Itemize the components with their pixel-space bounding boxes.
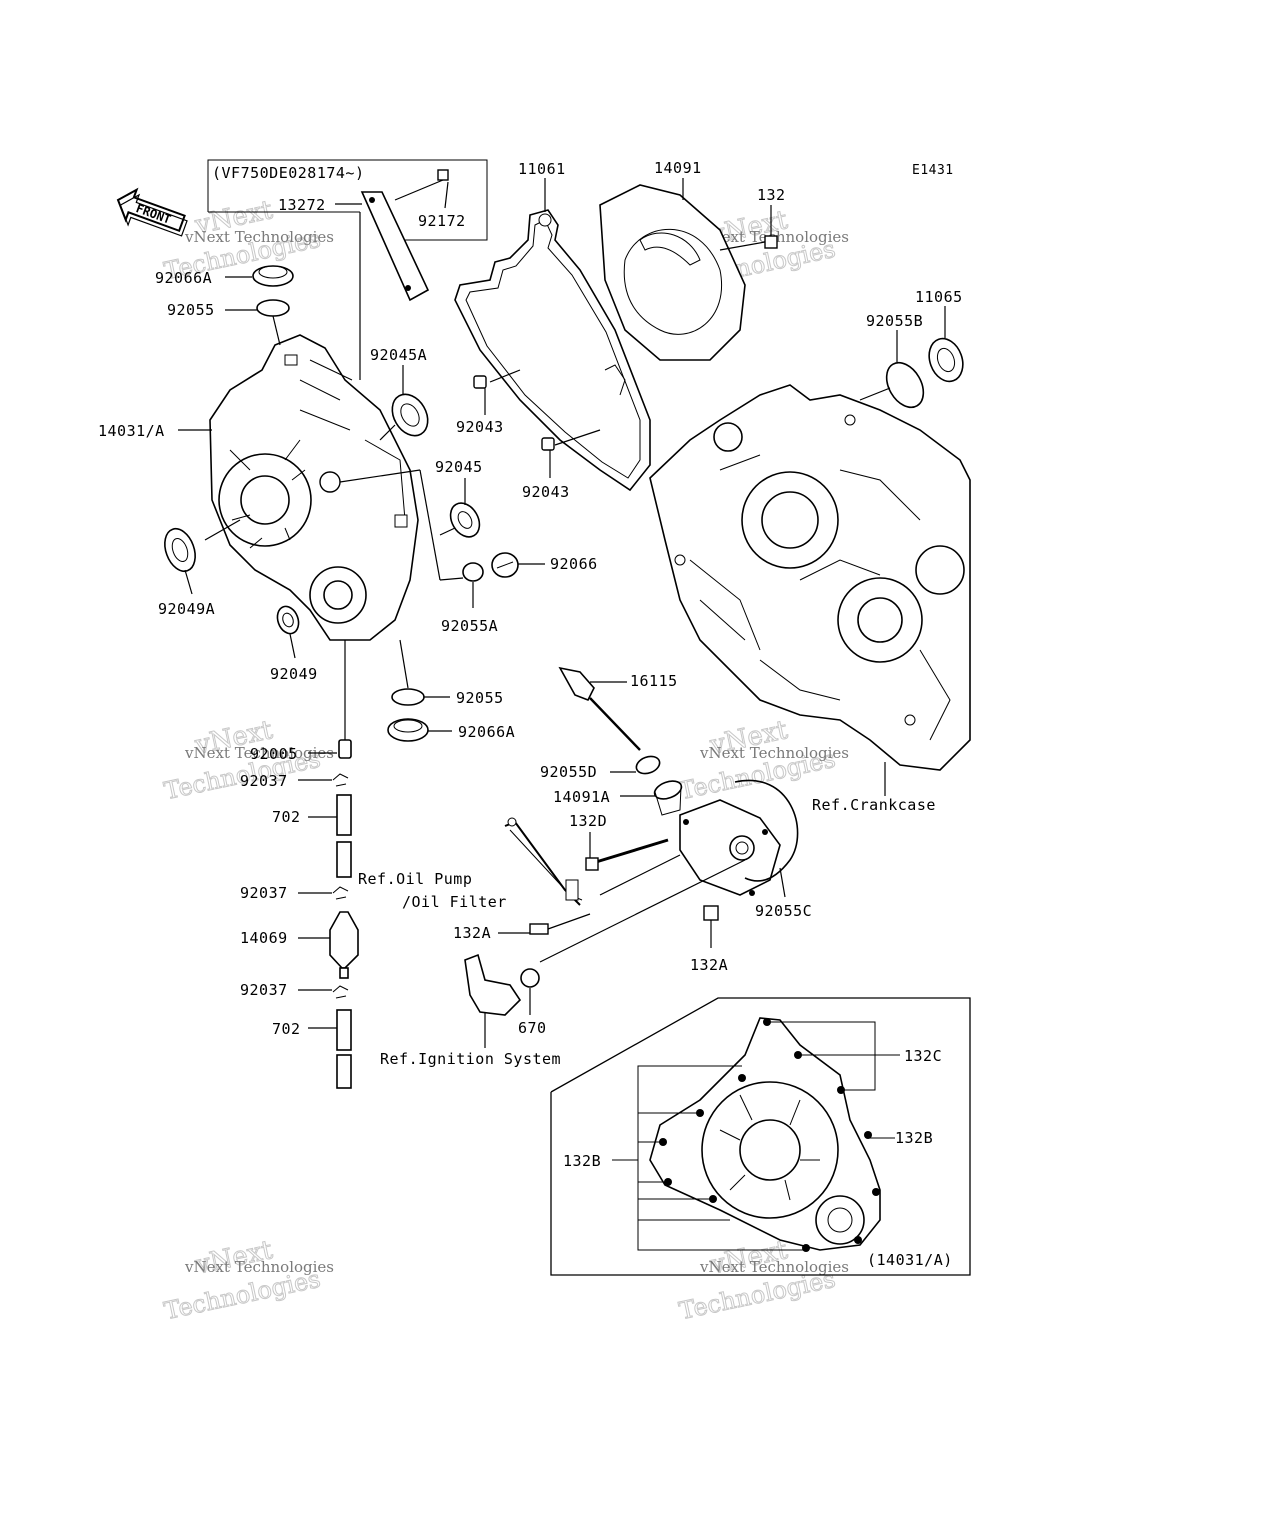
dowel-92043-a [473, 375, 487, 389]
label-92172: 92172 [418, 212, 466, 230]
label-92055-mid: 92055 [456, 689, 504, 707]
watermark-6: vNext Technologies [699, 1258, 849, 1276]
small-cover [679, 799, 781, 896]
bearing-92045 [449, 502, 481, 538]
ref-ignition: Ref.Ignition System [380, 1050, 561, 1068]
serial-note-box: (VF750DE028174~) [207, 159, 488, 241]
label-92037-b: 92037 [240, 884, 288, 902]
part-labels: 13272 92172 11061 14091 132 11065 92055B… [98, 159, 963, 1269]
bolt-132a-right [703, 905, 719, 948]
label-702-b: 702 [272, 1020, 301, 1038]
bolt-92172 [394, 169, 449, 201]
label-11061: 11061 [518, 160, 566, 178]
bolt-132d [585, 838, 669, 871]
watermark-5: vNext Technologies [184, 1258, 334, 1276]
label-14091a: 14091A [553, 788, 610, 806]
label-132-top: 132 [757, 186, 786, 204]
label-92037-c: 92037 [240, 981, 288, 999]
label-14091: 14091 [654, 159, 702, 177]
label-92037-a: 92037 [240, 772, 288, 790]
label-132d: 132D [569, 812, 607, 830]
label-92005: 92005 [250, 745, 298, 763]
label-92043-b: 92043 [522, 483, 570, 501]
label-92055d: 92055D [540, 763, 597, 781]
oring-92055a [462, 562, 484, 582]
label-132a-left: 132A [453, 924, 491, 942]
cover-14091 [599, 184, 746, 361]
label-702-a: 702 [272, 808, 301, 826]
dowel-92043-b [541, 437, 555, 451]
watermark-4: vNext Technologies [699, 744, 849, 762]
inset-box [550, 997, 971, 1276]
filler-neck-14091a [653, 780, 683, 816]
crankcase [649, 384, 971, 771]
label-16115: 16115 [630, 672, 678, 690]
seal-92049 [276, 605, 300, 635]
label-670: 670 [518, 1019, 547, 1037]
oil-tube-assembly [329, 739, 359, 1089]
cap-11065 [928, 337, 964, 383]
bolt-132a-left [529, 913, 591, 935]
label-132c: 132C [904, 1047, 942, 1065]
leader-lines [178, 178, 946, 1048]
label-92049: 92049 [270, 665, 318, 683]
label-132b-left: 132B [563, 1152, 601, 1170]
label-92055b: 92055B [866, 312, 923, 330]
serial-note: (VF750DE028174~) [212, 164, 365, 182]
cap-92066a-mid [387, 718, 429, 742]
label-11065: 11065 [915, 288, 963, 306]
label-14069: 14069 [240, 929, 288, 947]
oring-92055d [635, 755, 661, 775]
label-92049a: 92049A [158, 600, 215, 618]
oil-pump-line [504, 817, 583, 906]
label-92055-top: 92055 [167, 301, 215, 319]
bearing-92045a [391, 393, 429, 437]
label-132a-right: 132A [690, 956, 728, 974]
seal-92049a [164, 527, 196, 573]
dipstick-16115 [558, 666, 641, 751]
watermark-3: vNext Technologies [184, 744, 334, 762]
gasket-11061 [454, 209, 651, 492]
label-92066a-top: 92066A [155, 269, 212, 287]
label-92066a-mid: 92066A [458, 723, 515, 741]
watermark-1: vNext Technologies [184, 228, 334, 246]
plug-92066 [491, 552, 519, 578]
label-92055a: 92055A [441, 617, 498, 635]
cap-92066a-top [252, 265, 294, 287]
oring-92055b [885, 361, 925, 409]
cover-14031a [209, 334, 419, 641]
ref-oil-pump-2: /Oil Filter [402, 893, 507, 911]
label-92066: 92066 [550, 555, 598, 573]
label-13272: 13272 [278, 196, 326, 214]
label-92045a: 92045A [370, 346, 427, 364]
oring-92055c [734, 779, 799, 882]
oring-92055-mid [391, 688, 425, 706]
diagram-code: E1431 [912, 163, 954, 178]
label-14031a: 14031/A [98, 422, 165, 440]
ref-oil-pump-1: Ref.Oil Pump [358, 870, 472, 888]
label-92043-a: 92043 [456, 418, 504, 436]
inset-label: (14031/A) [867, 1251, 953, 1269]
front-arrow-icon: FRONT [116, 187, 188, 237]
label-92045: 92045 [435, 458, 483, 476]
label-92055c: 92055C [755, 902, 812, 920]
oring-92055-top [256, 299, 290, 317]
label-132b-right: 132B [895, 1129, 933, 1147]
ref-crankcase: Ref.Crankcase [812, 796, 936, 814]
bracket-13272 [360, 191, 430, 302]
ignition-sensor [464, 953, 540, 1016]
